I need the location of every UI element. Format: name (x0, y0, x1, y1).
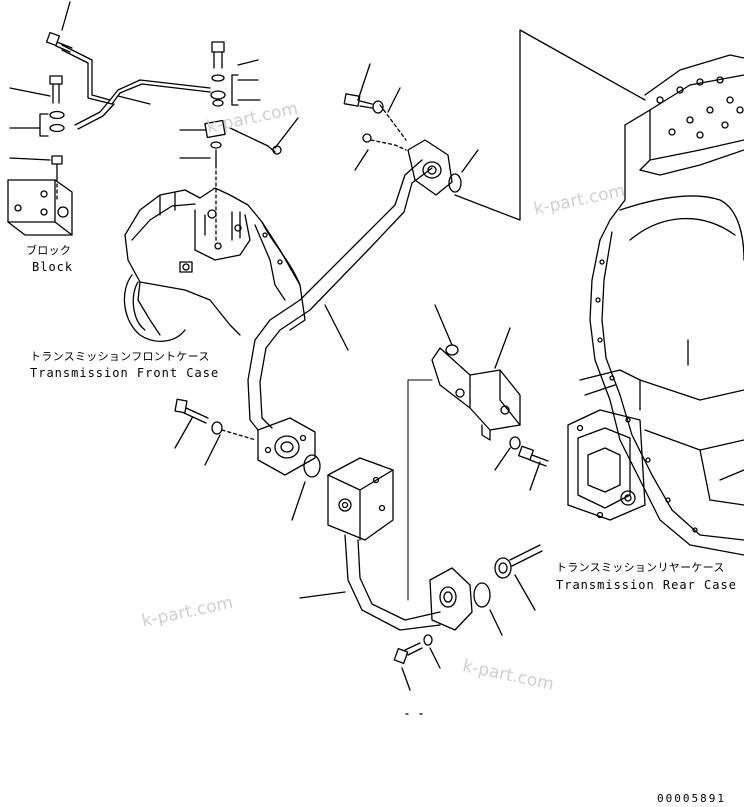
block-label-en: Block (32, 260, 74, 274)
block-label-jp: ブロック (26, 244, 72, 257)
front-case-label-jp: トランスミッションフロントケース (30, 350, 210, 363)
figure-code: 00005891 (657, 792, 726, 805)
oil-tube-assembly (45, 1, 211, 130)
front-case-label-en: Transmission Front Case (30, 366, 220, 380)
drain-plug (494, 544, 543, 611)
rear-pipe-assembly (299, 457, 503, 691)
mounting-bracket (407, 304, 549, 601)
left-fastener-stack (9, 75, 65, 179)
transmission-front-case (56, 164, 306, 342)
upper-center-fasteners (117, 41, 299, 166)
rear-case-label-jp: トランスミッションリヤーケース (556, 561, 725, 574)
transmission-rear-case (454, 29, 744, 556)
block-part (7, 179, 73, 236)
rear-case-label-en: Transmission Rear Case (556, 578, 737, 592)
front-tube (174, 63, 479, 521)
